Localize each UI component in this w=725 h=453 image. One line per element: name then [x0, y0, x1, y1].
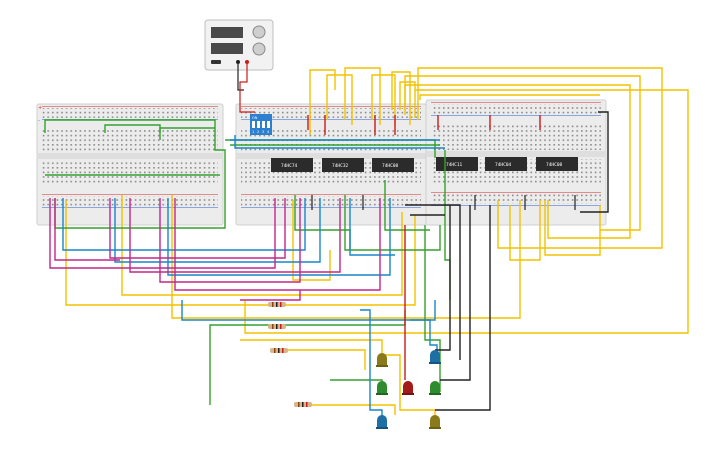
chip-74hc11[interactable]: 74HC11 — [436, 157, 478, 171]
resistor-3[interactable] — [270, 348, 288, 353]
wires-red[interactable] — [307, 115, 541, 380]
chip-label: 74HC04 — [495, 162, 512, 168]
chip-74hc04[interactable]: 74HC04 — [485, 157, 527, 171]
chip-label: 74HC11 — [446, 162, 463, 168]
dip-pos-4: 4 — [267, 130, 270, 134]
led-green-1[interactable] — [376, 381, 388, 395]
dip-pos-2: 2 — [257, 130, 259, 134]
wires-black[interactable] — [405, 111, 609, 411]
chip-74hc08-b[interactable]: 74HC08 — [536, 157, 578, 171]
led-blue-1[interactable] — [429, 350, 441, 364]
resistor-4[interactable] — [294, 402, 312, 407]
chip-74hc08-a[interactable]: 74HC08 — [372, 158, 414, 172]
dip-switch[interactable]: ON 1 2 3 4 — [250, 114, 272, 135]
chip-label: 74HC08 — [382, 163, 399, 169]
chip-label: 74HC32 — [332, 163, 349, 169]
jumpers-black — [311, 195, 576, 210]
rail-minus-sign: - — [38, 118, 40, 124]
wires-yellow[interactable] — [65, 67, 689, 420]
chip-74hc32[interactable]: 74HC32 — [322, 158, 364, 172]
dip-pos-1: 1 — [252, 130, 254, 134]
led-blue-2[interactable] — [376, 415, 388, 429]
dip-pos-3: 3 — [262, 130, 264, 134]
chip-74hc74[interactable]: 74HC74 — [271, 158, 313, 172]
led-green-2[interactable] — [429, 381, 441, 395]
breadboard-left[interactable] — [36, 103, 224, 226]
dip-switch-on-label: ON — [252, 116, 258, 120]
led-yellow-1[interactable] — [376, 353, 388, 367]
power-supply-icon[interactable] — [204, 19, 274, 71]
wires-green[interactable] — [44, 119, 451, 405]
wires-magenta[interactable] — [49, 198, 381, 301]
chip-label: 74HC08 — [546, 162, 563, 168]
led-red-1[interactable] — [402, 381, 414, 395]
led-yellow-2[interactable] — [429, 415, 441, 429]
resistor-2[interactable] — [268, 324, 286, 329]
chip-label: 74HC74 — [281, 163, 298, 169]
resistor-1[interactable] — [268, 302, 286, 307]
wires-blue[interactable] — [62, 135, 445, 420]
rail-plus-sign: + — [38, 105, 42, 111]
